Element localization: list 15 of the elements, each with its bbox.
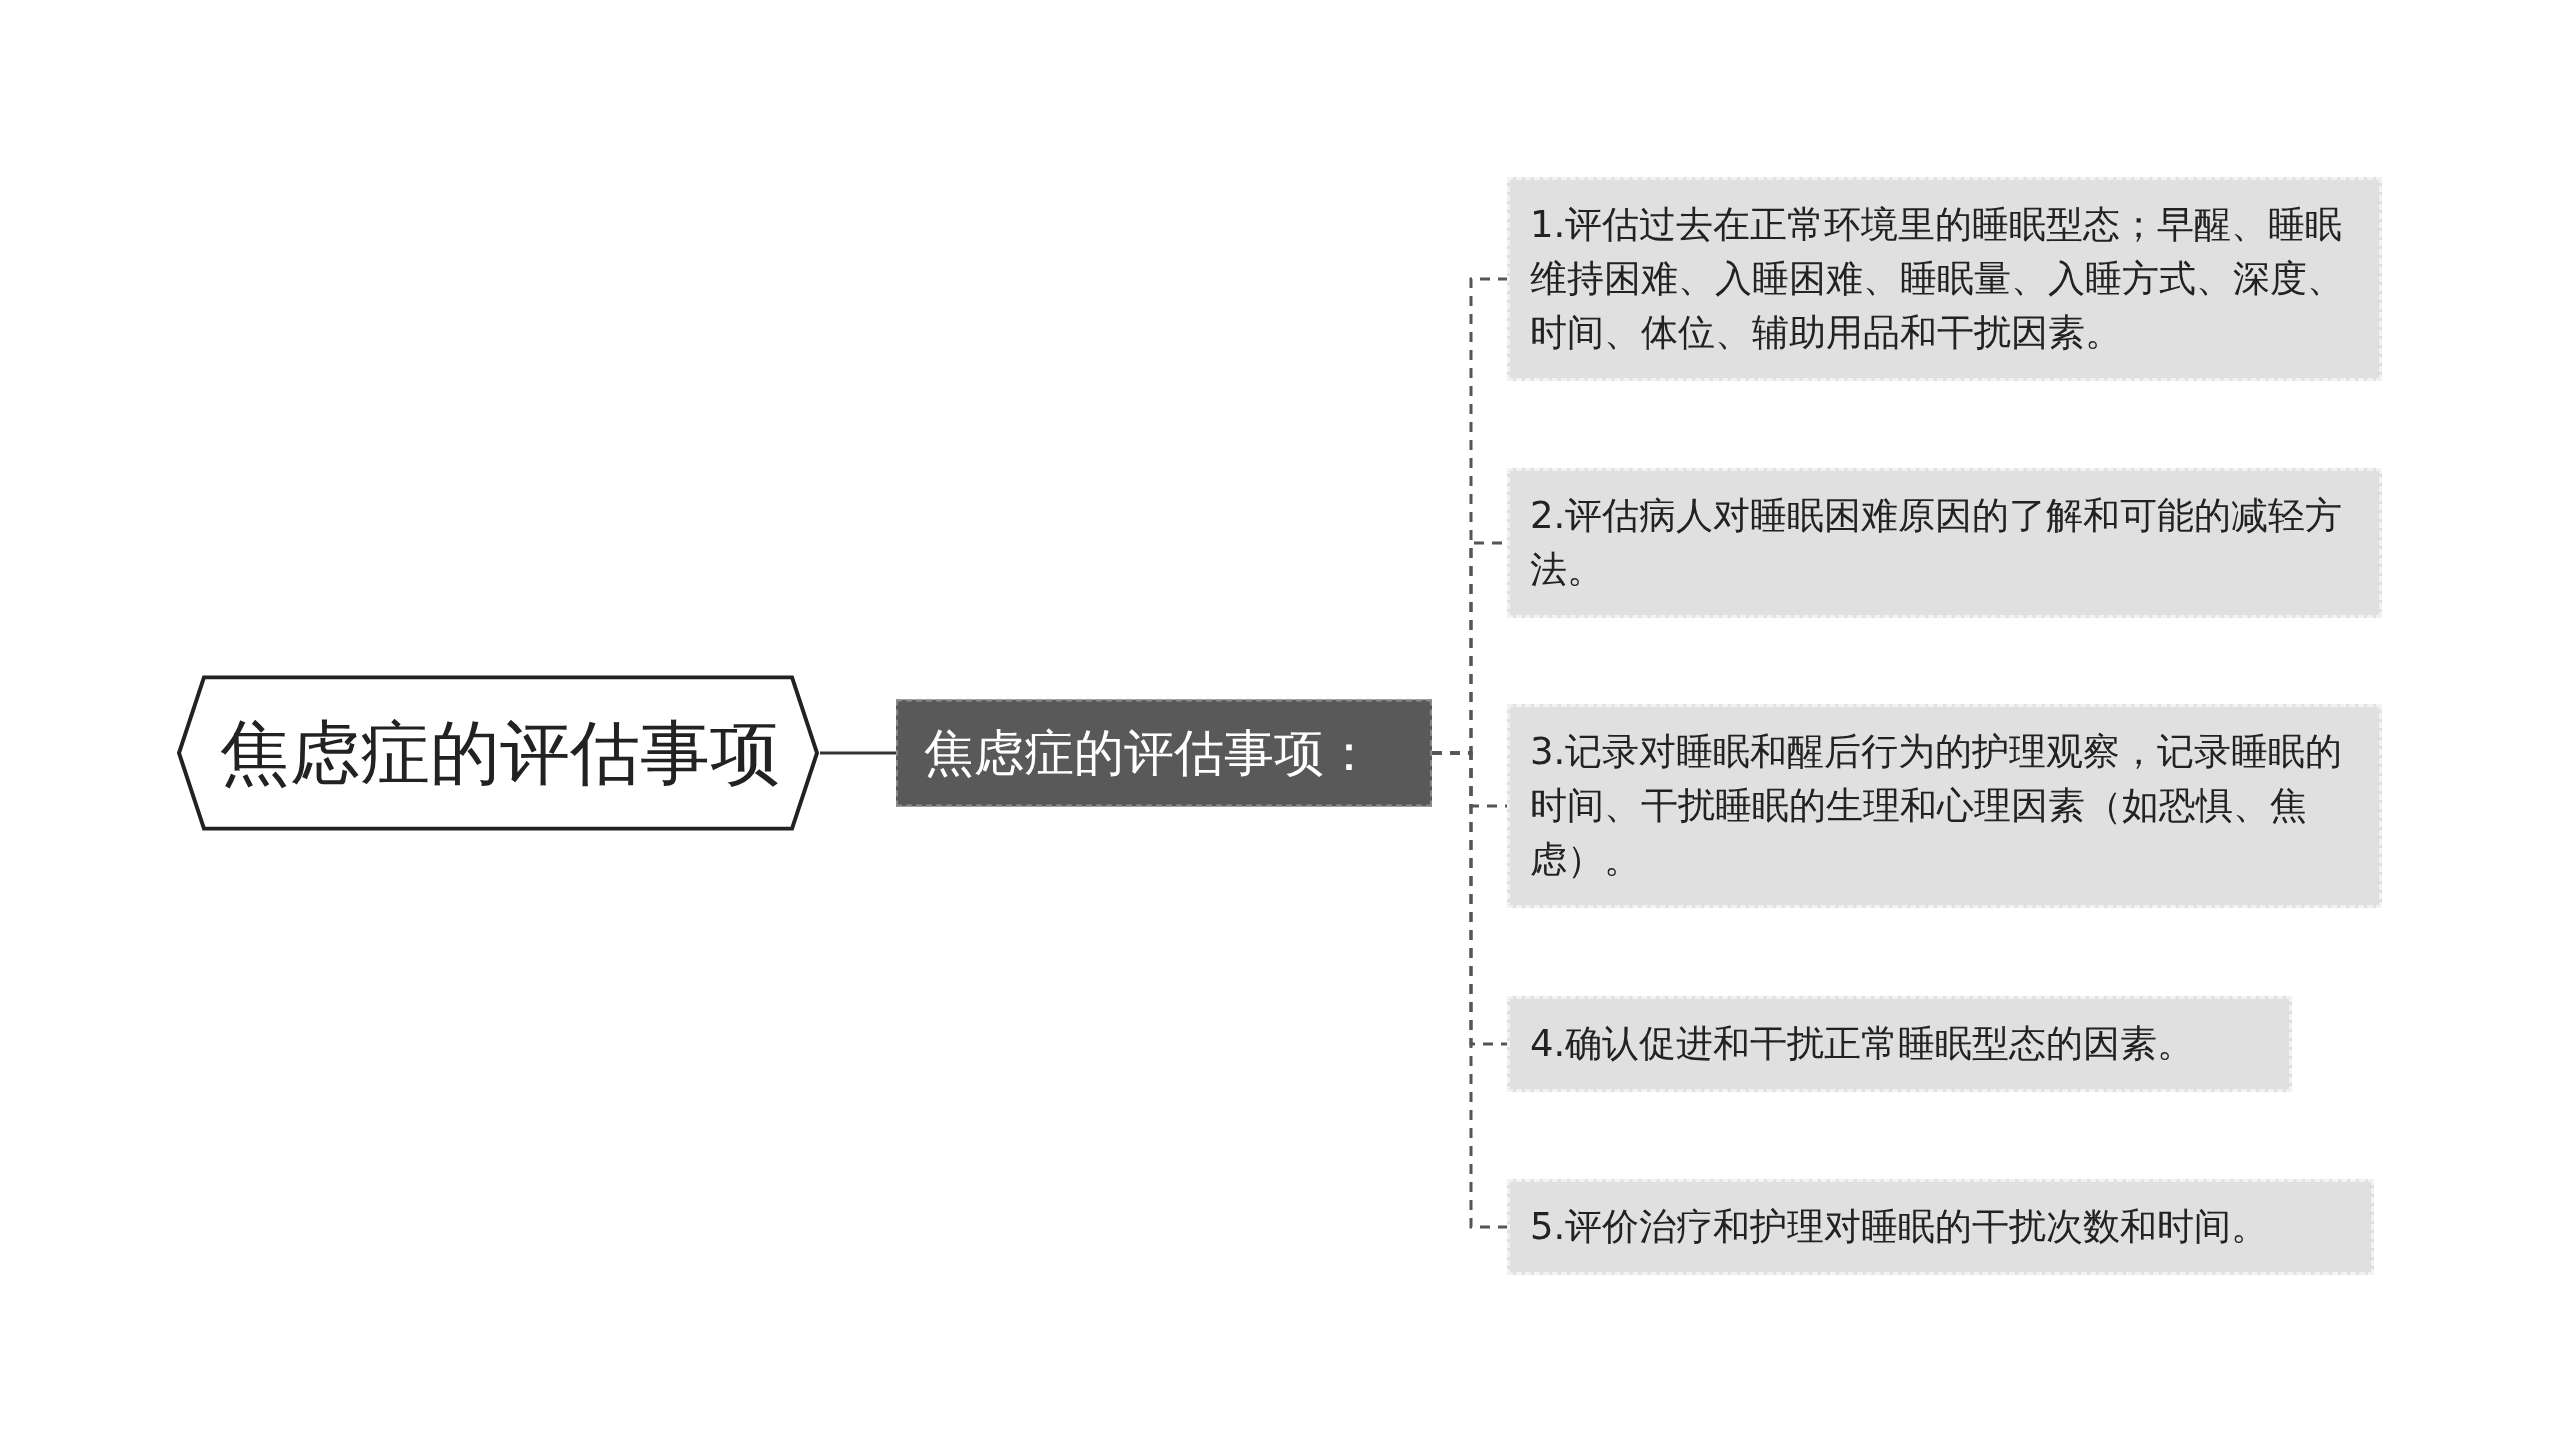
node-text: 4.确认促进和干扰正常睡眠型态的因素。 [1530,1021,2196,1067]
subtopic-box [1507,1179,2374,1275]
hexagon-node [176,674,820,832]
node-text: 3.记录对睡眠和醒后行为的护理观察，记录睡眠的时间、干扰睡眠的生理和心理因素（如恐惧、焦虑）。 [1530,729,2344,883]
node-text: 焦虑症的评估事项： [924,722,1375,784]
subtopic-box [1507,177,2382,381]
subtopic-box [1507,704,2382,908]
connector-line [820,751,896,755]
node-text: 2.评估病人对睡眠困难原因的了解和可能的减轻方法。 [1530,493,2344,593]
subtopic-box [1507,996,2292,1092]
node-text: 焦虑症的评估事项 [220,710,776,796]
node-text: 5.评价治疗和护理对睡眠的干扰次数和时间。 [1530,1204,2270,1250]
subtopic-box [1507,468,2382,618]
topic-box [896,699,1432,807]
node-text: 1.评估过去在正常环境里的睡眠型态；早醒、睡眠维持困难、入睡困难、睡眠量、入睡方式、深度、时间、体位、辅助用品和干扰因素。 [1530,202,2345,356]
